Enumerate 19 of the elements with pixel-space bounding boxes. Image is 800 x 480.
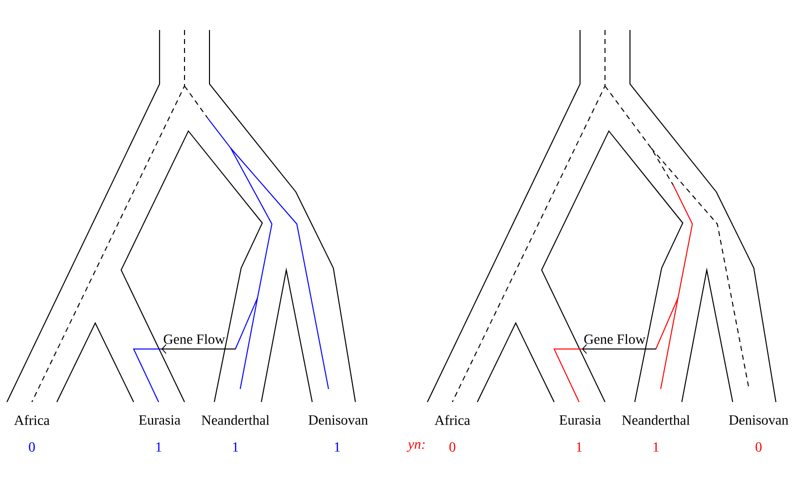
state-value: 0 — [28, 442, 35, 452]
row-label: yn: — [406, 442, 425, 452]
arrow-label: Gene Flow — [164, 334, 225, 344]
population-label: Neanderthal — [202, 415, 270, 425]
state-value: 1 — [233, 442, 238, 452]
population-label: Eurasia — [138, 415, 180, 425]
state-value: 1 — [654, 442, 659, 452]
population-label: Neanderthal — [622, 415, 690, 425]
population-label: Denisovan — [308, 415, 368, 425]
state-value: 1 — [334, 442, 340, 452]
state-value: 1 — [576, 442, 582, 452]
state-value: 0 — [449, 442, 456, 452]
population-label: Eurasia — [559, 415, 601, 425]
population-label: Africa — [434, 415, 470, 425]
state-value: 1 — [156, 442, 162, 452]
arrow-label: Gene Flow — [584, 334, 646, 344]
state-value: 0 — [756, 442, 762, 452]
population-label: Africa — [14, 415, 50, 425]
population-label: Denisovan — [729, 415, 788, 425]
